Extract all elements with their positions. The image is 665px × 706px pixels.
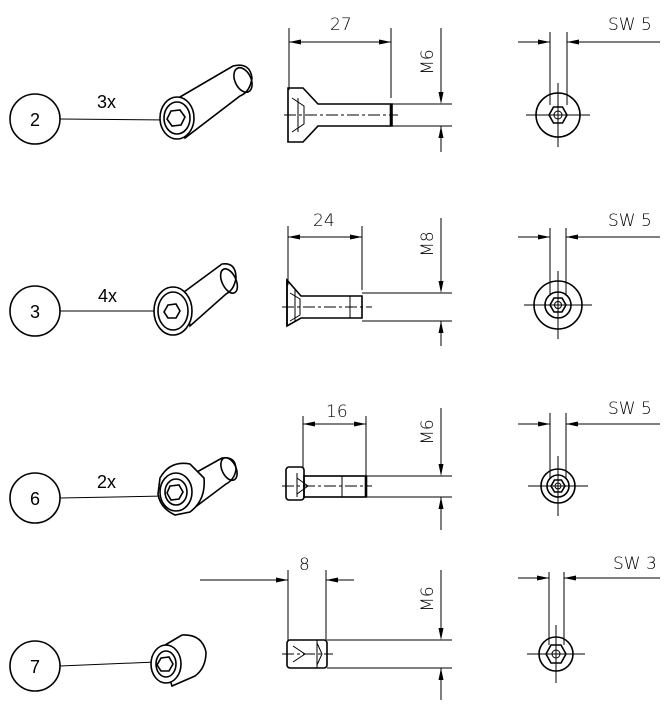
screw-iso-6: [157, 456, 238, 516]
key-size-dim-3: SW 5: [608, 211, 652, 231]
key-size-dim-7: SW 3: [613, 554, 657, 574]
thread-dim-6: M6: [418, 419, 438, 444]
key-size-dim-6: SW 5: [608, 399, 652, 419]
part-number-7: 7: [30, 657, 40, 677]
leader-line-7: [59, 661, 157, 667]
part-number-balloon-7: 7: [9, 640, 61, 692]
part-number-balloon-3: 3: [9, 285, 61, 337]
leader-line-6: [59, 495, 166, 499]
part-number-balloon-6: 6: [9, 472, 61, 524]
length-dim-7: 8: [299, 555, 310, 575]
part-number-balloon-2: 2: [9, 93, 61, 145]
length-dim-2: 27: [330, 15, 352, 35]
hex-socket-icon: [166, 109, 186, 127]
screw-end-view-2: SW 5: [518, 15, 660, 147]
part-number-2: 2: [30, 110, 40, 130]
thread-dim-7: M6: [418, 586, 438, 611]
part-row-6: 6 2x 16: [9, 399, 660, 530]
part-row-2: 2 3x 27: [9, 15, 660, 152]
screw-iso-3: [153, 262, 239, 336]
hex-socket-icon: [156, 656, 174, 672]
length-dim-3: 24: [313, 211, 335, 231]
part-number-6: 6: [30, 489, 40, 509]
hex-socket-icon: [163, 303, 181, 319]
part-row-7: 7 8 M6: [9, 554, 660, 700]
hex-socket-icon: [166, 484, 184, 501]
quantity-label-3: 4x: [98, 286, 117, 306]
screw-end-view-7: SW 3: [518, 554, 660, 683]
part-number-3: 3: [30, 302, 40, 322]
quantity-label-2: 3x: [97, 92, 116, 112]
part-row-3: 3 4x 24: [9, 211, 660, 346]
thread-dim-3: M8: [418, 231, 438, 256]
quantity-label-6: 2x: [97, 472, 116, 492]
length-dim-6: 16: [326, 402, 348, 422]
thread-dim-2: M6: [418, 49, 438, 74]
key-size-dim-2: SW 5: [608, 15, 652, 35]
screw-iso-2: [159, 64, 253, 140]
screw-side-view-7: 8 M6: [200, 555, 452, 700]
screw-side-view-2: 27 M6: [284, 15, 452, 152]
screw-side-view-6: 16 M6: [282, 402, 452, 530]
leader-line-2: [59, 118, 171, 121]
screw-end-view-6: SW 5: [518, 399, 660, 516]
screw-iso-7: [150, 634, 207, 688]
screw-end-view-3: SW 5: [518, 211, 660, 339]
screw-side-view-3: 24 M8: [282, 211, 452, 346]
